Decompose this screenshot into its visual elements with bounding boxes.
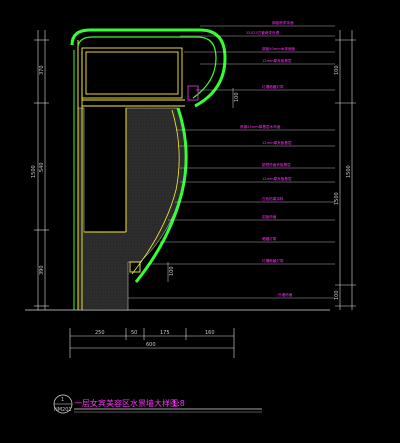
drawing-title: 一层女宾美容区水景墙大样图 — [74, 398, 178, 408]
annotation-4: 12mm厚夹板基层 — [262, 58, 292, 63]
annotation-3: 钢板50mm木饰面板 — [262, 46, 296, 51]
bottom-dim-total: 600 — [146, 342, 156, 348]
detail-number: 1 — [61, 397, 64, 403]
bottom-dim-3: 175 — [160, 330, 170, 336]
annotation-13: 灯槽暗藏灯带 — [262, 258, 284, 263]
light-box — [187, 85, 199, 101]
right-dimension-chain — [335, 30, 356, 310]
drawing-scale: 1:8 — [172, 399, 185, 408]
left-dim-total: 1500 — [31, 165, 37, 178]
annotation-6: 角钢25mm厚基层木饰面 — [240, 124, 281, 129]
right-dim-2: 1500 — [334, 192, 340, 205]
curved-front — [134, 107, 188, 283]
title-block: 1 NM201 一层女宾美容区水景墙大样图 1:8 — [53, 394, 262, 414]
left-dim-3: 390 — [39, 265, 45, 275]
small-dims — [167, 88, 234, 282]
annotation-2: 25X25方管烤漆处理 — [246, 30, 280, 35]
annotation-8: 银镜饰面夹板基层 — [262, 162, 291, 167]
bottom-dim-2: 50 — [131, 330, 137, 336]
annotation-10: 白色防腐涂料 — [262, 196, 284, 201]
small-dim-1: 100 — [234, 92, 240, 102]
annotation-12: 暗藏灯带 — [262, 236, 277, 241]
sheet-ref: NM201 — [54, 407, 72, 413]
leader-lines — [128, 25, 335, 299]
annotation-7: 12mm厚夹板基层 — [262, 140, 292, 145]
right-dim-1: 100 — [334, 65, 340, 75]
annotation-11: 铝板饰面 — [262, 214, 277, 219]
bottom-dimension-chain — [69, 328, 235, 358]
left-dim-1: 370 — [39, 65, 45, 75]
annotation-5: 灯槽暗藏灯带 — [262, 84, 284, 89]
left-dim-2: 540 — [39, 162, 45, 172]
left-dimension-chain — [34, 30, 49, 310]
annotation-14: 外墙饰面 — [278, 292, 293, 297]
right-dim-3: 100 — [334, 290, 340, 300]
annotation-1: 钢板喷漆饰面 — [272, 20, 294, 25]
structure-lines — [77, 40, 185, 310]
right-dim-total: 1500 — [346, 165, 352, 178]
bottom-dim-4: 160 — [205, 330, 215, 336]
top-cornice — [70, 28, 227, 108]
small-dim-2: 100 — [169, 266, 175, 276]
top-cornice-inner — [77, 36, 217, 99]
bottom-dim-1: 250 — [95, 330, 105, 336]
annotations: 钢板喷漆饰面 25X25方管烤漆处理 钢板50mm木饰面板 12mm厚夹板基层 … — [240, 20, 296, 297]
curved-front-inner — [131, 109, 180, 275]
annotation-9: 12mm厚夹板基层 — [262, 176, 292, 181]
